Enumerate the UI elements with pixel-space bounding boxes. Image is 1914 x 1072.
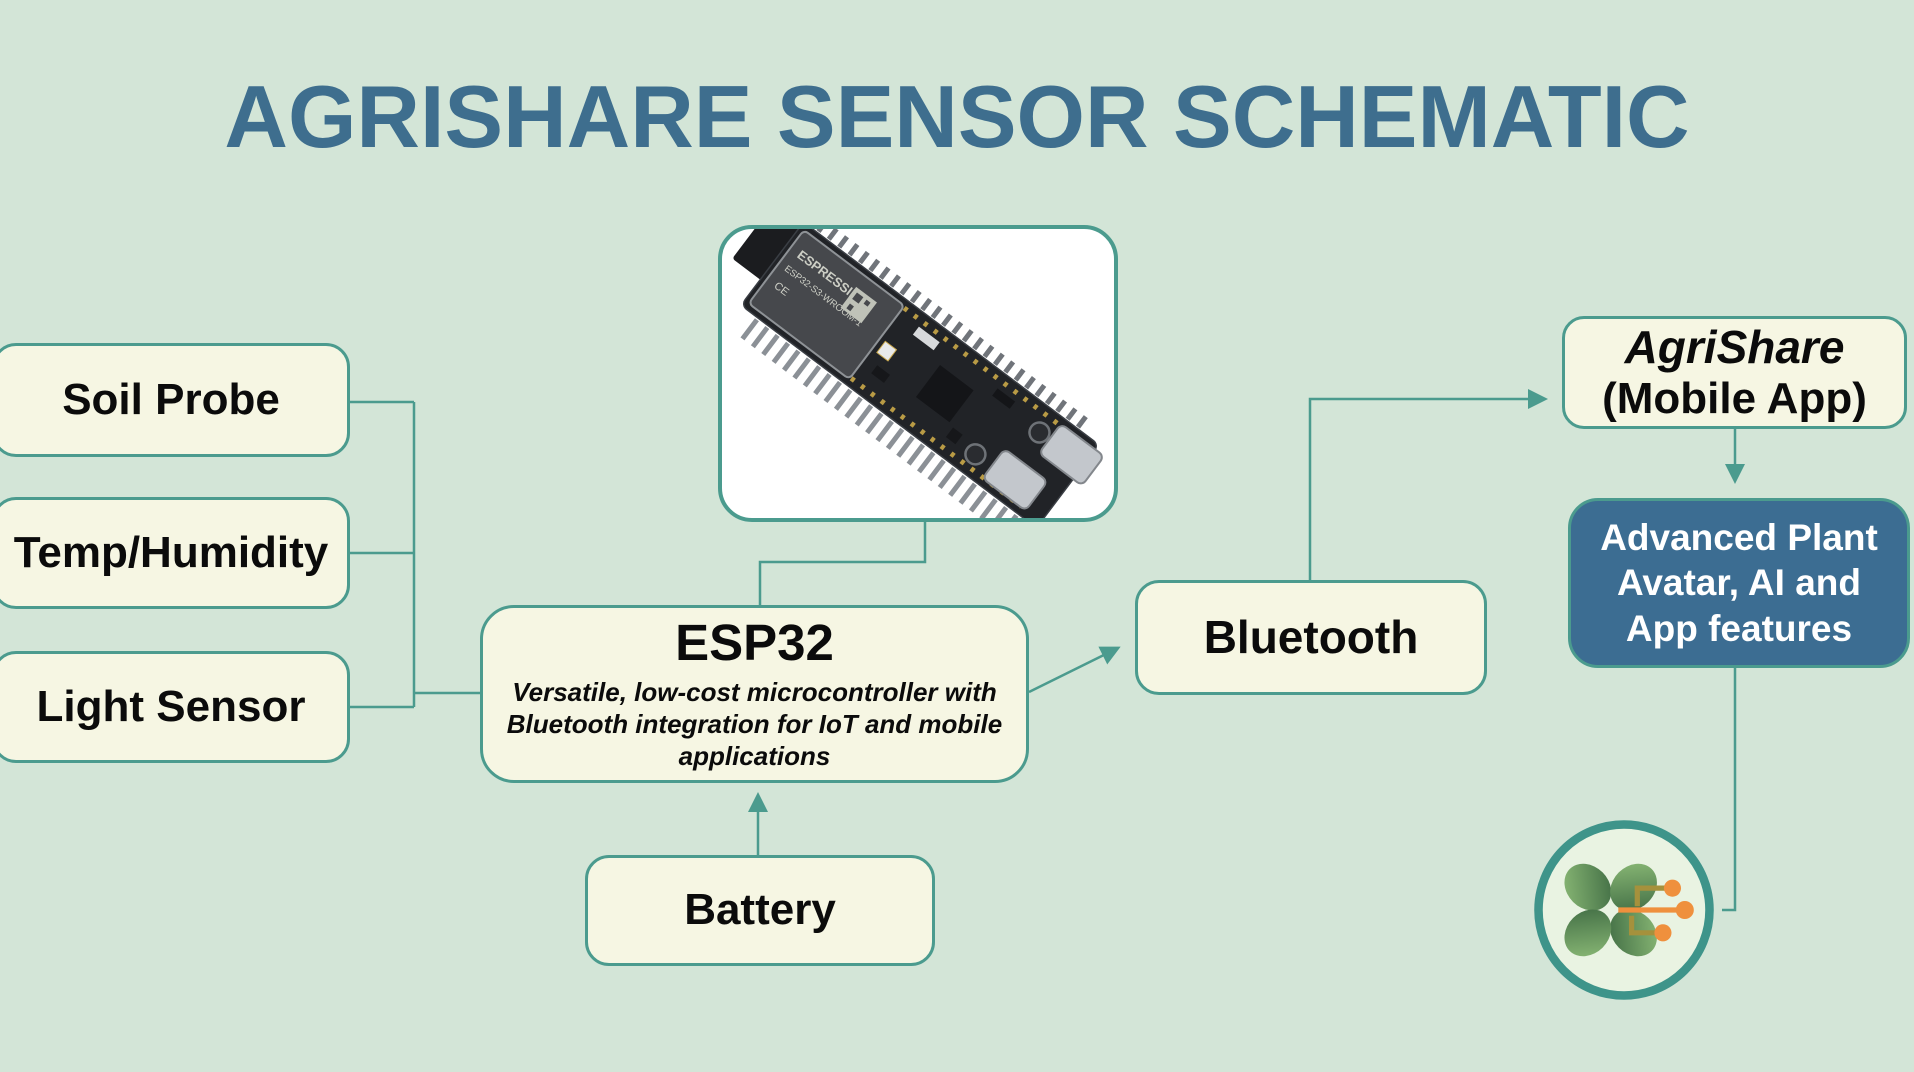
page-title: AGRISHARE SENSOR SCHEMATIC [224,67,1690,166]
circuit-traces-icon [1618,879,1694,942]
arrow-bluetooth-to-app [1308,389,1548,580]
board-pins-bottom [740,318,1024,518]
node-advanced-features: Advanced Plant Avatar, AI and App featur… [1568,498,1910,668]
qr-dot [846,303,854,312]
node-light-sensor: Light Sensor [0,651,350,763]
board-usb-port [983,450,1047,510]
board-led [876,340,898,362]
esp32-description: Versatile, low-cost microcontroller with… [506,677,1003,771]
node-label: Light Sensor [36,681,306,731]
node-temp-humidity: Temp/Humidity [0,497,350,609]
board-wifi-module [749,230,904,379]
app-name: AgriShare [1624,321,1845,374]
qr-dot [863,299,871,307]
board-qr-code [840,286,877,324]
board-usb-port [1040,425,1103,485]
board-pins-top [816,229,1090,430]
node-label: Soil Probe [62,374,280,424]
node-label: Battery [684,885,836,935]
board-component [871,365,891,383]
esp32-board-illustration: ESPRESSIF ESP32-S3-WROOM-1 CE [733,229,1103,518]
node-label: Temp/Humidity [13,527,329,577]
board-component [945,427,963,445]
app-subtitle: (Mobile App) [1602,373,1867,423]
board-button [1028,421,1051,444]
esp32-board-image: ESPRESSIF ESP32-S3-WROOM-1 CE [718,225,1118,522]
node-esp32: ESP32 Versatile, low-cost microcontrolle… [480,605,1029,783]
board-component [992,388,1016,409]
qr-dot [852,292,864,304]
node-bluetooth: Bluetooth [1135,580,1487,695]
agrishare-logo [1534,820,1714,1000]
board-antenna [733,229,805,283]
node-soil-probe: Soil Probe [0,343,350,457]
connector-advanced-to-logo [1722,668,1737,912]
board-component [912,326,940,351]
node-label: ESP32 [675,614,834,672]
board-chip [915,365,974,423]
node-battery: Battery [585,855,935,966]
node-label: Advanced Plant Avatar, AI and App featur… [1600,517,1878,649]
node-label: Bluetooth [1203,611,1419,664]
clover-icon [1564,863,1657,957]
node-agrishare-mobile-app: AgriShare (Mobile App) [1562,316,1907,429]
board-button [964,443,987,466]
connector-boardimage-to-esp32 [758,522,927,605]
arrow-esp32-to-bluetooth [1028,646,1121,694]
